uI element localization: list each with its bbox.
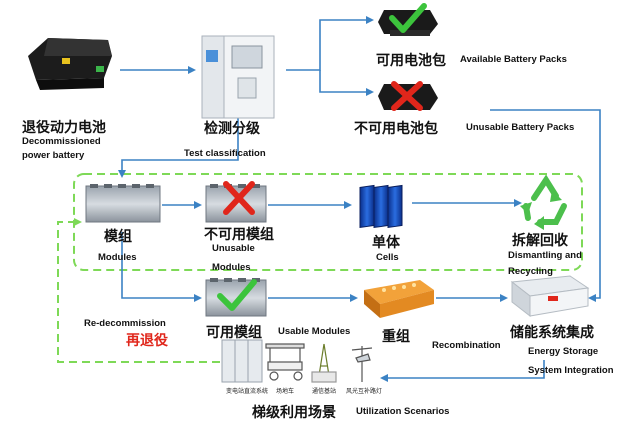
unusable-modules-label-cn: 不可用模组 bbox=[204, 227, 274, 243]
available-label-en: Available Battery Packs bbox=[460, 54, 567, 65]
decommissioned-label-en1: Decommissioned bbox=[22, 136, 101, 147]
dc-system-image bbox=[221, 339, 263, 383]
usable-modules-label-cn: 可用模组 bbox=[206, 325, 262, 341]
modules-label-en: Modules bbox=[98, 252, 137, 263]
scenario-label-station: 通信基站 bbox=[312, 388, 337, 395]
recombination-label-cn: 重组 bbox=[382, 329, 410, 345]
redecommission-label-en: Re-decommission bbox=[84, 318, 166, 329]
energy-storage-label-en2: System Integration bbox=[528, 365, 614, 376]
check-icon bbox=[389, 3, 427, 33]
unusable-label-cn: 不可用电池包 bbox=[354, 121, 438, 137]
dismantling-label-en1: Dismantling and bbox=[508, 250, 582, 261]
usable-modules-label-en: Usable Modules bbox=[278, 326, 351, 337]
decommissioned-label-en2: power battery bbox=[22, 150, 85, 161]
test-cabinet-image bbox=[201, 35, 275, 119]
grading-label-cn: 检测分级 bbox=[204, 121, 260, 137]
dismantling-label-en2: Recycling bbox=[508, 266, 553, 277]
field-vehicle-image bbox=[265, 343, 305, 381]
scenario-label-vehicle: 场地车 bbox=[276, 388, 295, 395]
utilization-label-en: Utilization Scenarios bbox=[356, 406, 450, 417]
scenario-label-lamp: 风光互补路灯 bbox=[346, 388, 383, 395]
usable-modules-image bbox=[205, 278, 267, 317]
modules-image bbox=[85, 184, 161, 223]
grading-label-en: Test classification bbox=[184, 148, 266, 159]
recycle-arrowheads bbox=[520, 190, 562, 230]
recombination-label-en: Recombination bbox=[432, 340, 501, 351]
street-lamp-image bbox=[351, 346, 373, 382]
cross-icon bbox=[223, 181, 255, 215]
scenario-label-dc: 变电站直流系统 bbox=[226, 388, 269, 395]
cells-label-en: Cells bbox=[376, 252, 399, 263]
redecommission-loop bbox=[57, 218, 220, 363]
unusable-modules-label-en1: Unusable bbox=[212, 243, 255, 254]
base-station-image bbox=[311, 343, 337, 383]
recombination-pack-image bbox=[364, 280, 434, 318]
utilization-label-cn: 梯级利用场景 bbox=[252, 405, 336, 421]
decommissioned-label-cn: 退役动力电池 bbox=[22, 120, 106, 136]
unusable-label-en: Unusable Battery Packs bbox=[466, 122, 575, 133]
decommissioned-battery-image bbox=[28, 38, 112, 90]
flow-arrows bbox=[118, 16, 601, 382]
cells-image bbox=[359, 184, 403, 229]
available-label-cn: 可用电池包 bbox=[376, 53, 446, 69]
energy-storage-label-cn: 储能系统集成 bbox=[510, 325, 594, 341]
cross-icon bbox=[391, 81, 423, 111]
redecommission-label-cn: 再退役 bbox=[126, 333, 168, 349]
energy-storage-label-en1: Energy Storage bbox=[528, 346, 599, 357]
modules-label-cn: 模组 bbox=[104, 229, 132, 245]
energy-storage-image bbox=[510, 275, 590, 318]
dismantling-label-cn: 拆解回收 bbox=[512, 233, 568, 249]
recycle-icon bbox=[523, 174, 567, 225]
cells-label-cn: 单体 bbox=[372, 235, 400, 251]
unusable-modules-label-en2: Modules bbox=[212, 262, 251, 273]
check-icon bbox=[217, 279, 257, 311]
